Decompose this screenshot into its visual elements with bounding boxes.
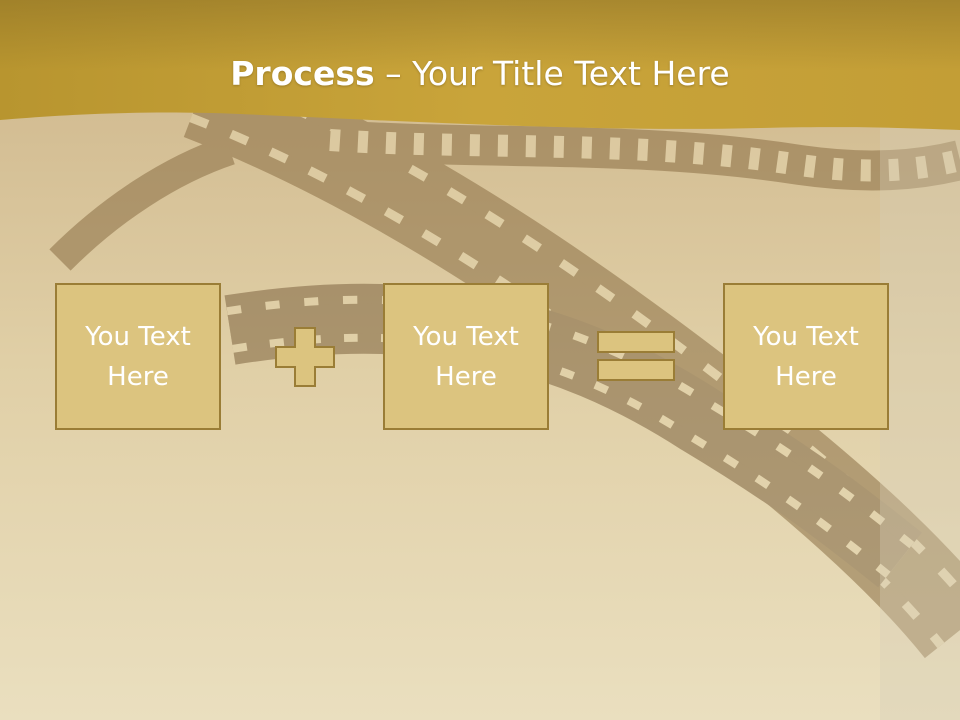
title-rest: – Your Title Text Here bbox=[374, 54, 730, 93]
process-box-3-text: You Text Here bbox=[753, 321, 859, 392]
process-box-2[interactable]: You Text Here bbox=[383, 283, 549, 430]
process-box-3[interactable]: You Text Here bbox=[723, 283, 889, 430]
equals-icon bbox=[597, 331, 675, 381]
slide-title: Process – Your Title Text Here bbox=[0, 52, 960, 96]
process-box-2-text: You Text Here bbox=[413, 321, 519, 392]
plus-icon bbox=[275, 327, 335, 387]
process-box-1-text: You Text Here bbox=[85, 321, 191, 392]
process-box-1[interactable]: You Text Here bbox=[55, 283, 221, 430]
title-bold: Process bbox=[230, 54, 375, 93]
